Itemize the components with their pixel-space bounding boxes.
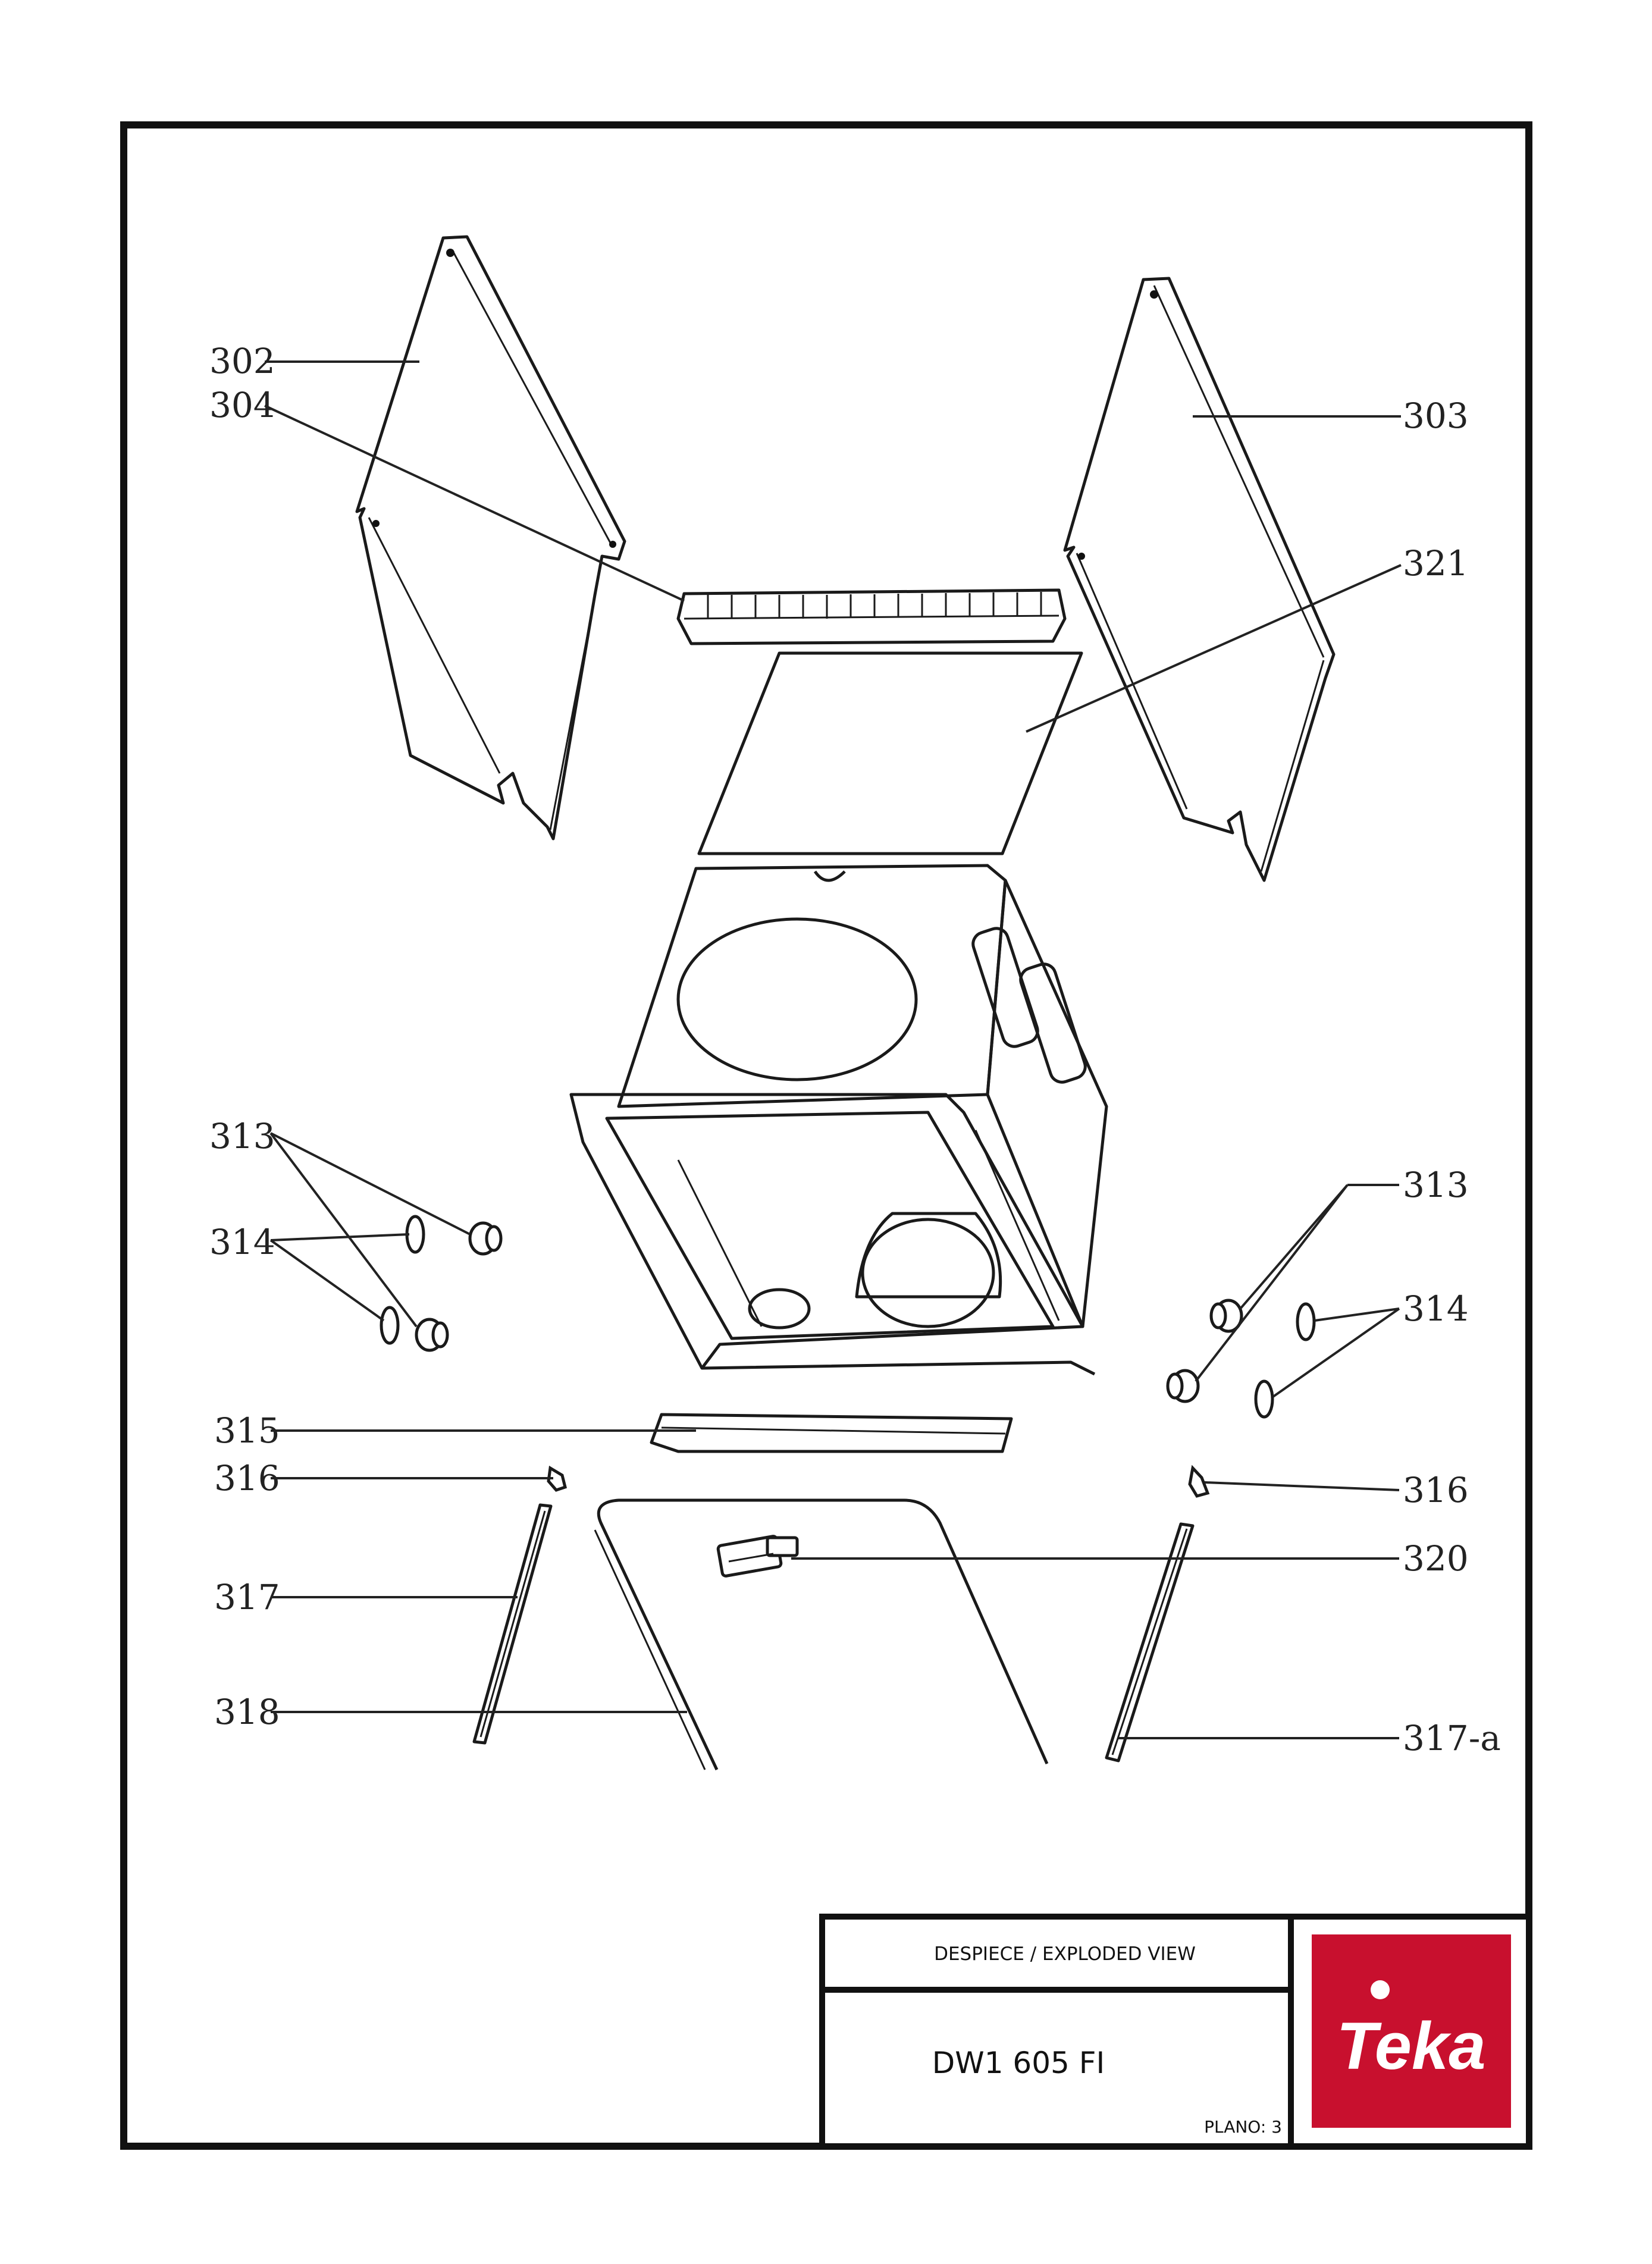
callout-320: 320 bbox=[1403, 1538, 1469, 1579]
teka-logo: Teka bbox=[1312, 1934, 1511, 2128]
part-313-right-wheels bbox=[1166, 1299, 1243, 1403]
part-314-right-washers bbox=[1254, 1302, 1316, 1419]
callout-313-left: 313 bbox=[209, 1116, 275, 1156]
callout-314-right: 314 bbox=[1403, 1288, 1469, 1329]
callout-313-right: 313 bbox=[1403, 1165, 1469, 1205]
callout-303: 303 bbox=[1403, 396, 1469, 436]
part-320-latch bbox=[716, 1535, 799, 1578]
part-317a-right-rail bbox=[1105, 1522, 1195, 1763]
callout-315: 315 bbox=[214, 1410, 280, 1451]
callout-318: 318 bbox=[214, 1692, 280, 1732]
tub-assembly bbox=[569, 864, 1108, 1376]
callout-316-right: 316 bbox=[1403, 1470, 1469, 1510]
plano-number: PLANO: 3 bbox=[1204, 2117, 1282, 2137]
callout-321: 321 bbox=[1403, 543, 1469, 584]
part-316-right-clip bbox=[1188, 1465, 1210, 1498]
callout-316-left: 316 bbox=[214, 1458, 280, 1498]
part-314-left-washers bbox=[380, 1215, 425, 1345]
callout-302: 302 bbox=[209, 341, 275, 381]
part-313-left-wheels bbox=[415, 1221, 503, 1352]
part-303-right-side-panel bbox=[1063, 277, 1336, 882]
leader-lines bbox=[264, 360, 1402, 1739]
model-number: DW1 605 FI bbox=[932, 2046, 1105, 2080]
part-321-top-plate bbox=[697, 651, 1083, 855]
callout-304: 304 bbox=[209, 385, 275, 425]
title-block-header: DESPIECE / EXPLODED VIEW bbox=[934, 1943, 1196, 1965]
drawing-frame bbox=[120, 121, 1532, 2150]
callout-317a: 317-a bbox=[1403, 1718, 1501, 1758]
part-317-left-rail bbox=[472, 1503, 553, 1745]
part-315-base-rail bbox=[650, 1413, 1013, 1453]
callout-314-left: 314 bbox=[209, 1222, 275, 1262]
part-304-top-rail bbox=[676, 588, 1067, 645]
svg-text:Teka: Teka bbox=[1336, 2009, 1485, 2083]
part-302-left-side-panel bbox=[355, 235, 626, 841]
part-318-door-seal bbox=[594, 1498, 1049, 1771]
callout-317: 317 bbox=[214, 1577, 280, 1617]
